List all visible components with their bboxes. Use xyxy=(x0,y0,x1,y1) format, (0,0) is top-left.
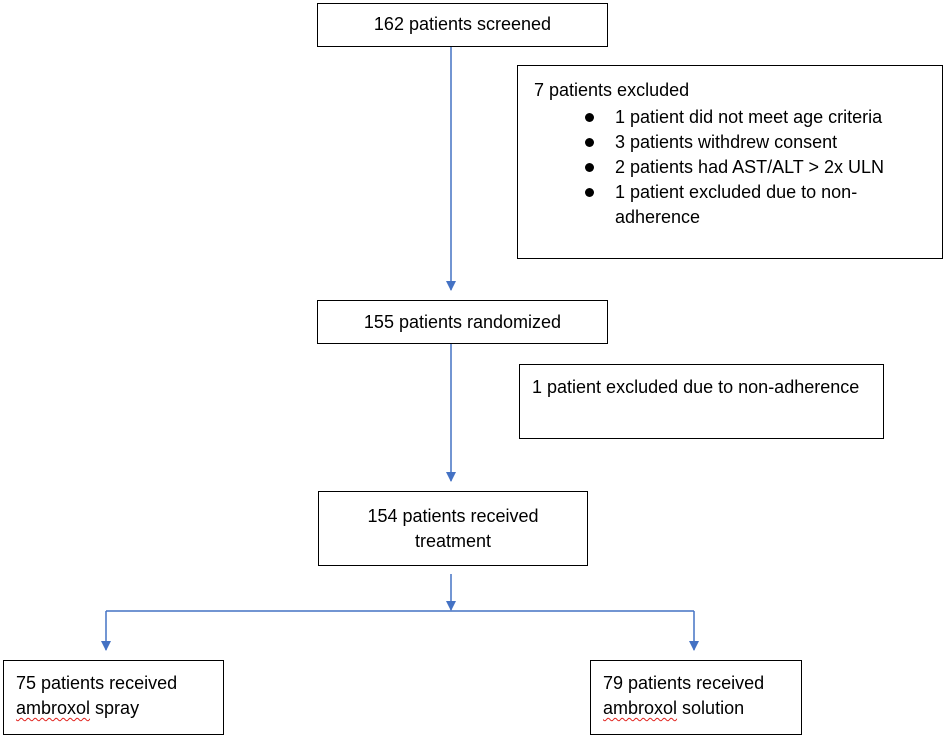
screened-text: 162 patients screened xyxy=(373,14,552,34)
solution-form: solution xyxy=(682,698,745,718)
spray-line2: ambroxol spray xyxy=(16,696,213,721)
bullet-icon xyxy=(585,138,594,147)
randomized-box: 155 patients randomized xyxy=(317,300,608,344)
solution-line1: 79 patients received xyxy=(603,673,765,693)
solution-group-box: 79 patients received ambroxol solution xyxy=(590,660,802,735)
exclusion-reasons-list: 1 patient did not meet age criteria 3 pa… xyxy=(534,105,928,230)
bullet-icon xyxy=(585,188,594,197)
screened-box: 162 patients screened xyxy=(317,3,608,47)
bullet-icon xyxy=(585,113,594,122)
list-item: 3 patients withdrew consent xyxy=(585,130,928,155)
solution-drug-word: ambroxol xyxy=(603,698,678,718)
list-item: 2 patients had AST/ALT > 2x ULN xyxy=(585,155,928,180)
bullet-icon xyxy=(585,163,594,172)
randomized-text: 155 patients randomized xyxy=(363,312,562,332)
treatment-line2: treatment xyxy=(414,531,492,551)
excluded-screening-box: 7 patients excluded 1 patient did not me… xyxy=(517,65,943,259)
treatment-line1: 154 patients received xyxy=(367,506,539,526)
list-item: 1 patient excluded due to non-adherence xyxy=(585,180,928,230)
excluded-randomization-text: 1 patient excluded due to non-adherence xyxy=(532,377,860,397)
list-item: 1 patient did not meet age criteria xyxy=(585,105,928,130)
excluded-screening-title: 7 patients excluded xyxy=(534,80,690,100)
excluded-randomization-box: 1 patient excluded due to non-adherence xyxy=(519,364,884,439)
spray-line1: 75 patients received xyxy=(16,673,178,693)
treatment-box: 154 patients received treatment xyxy=(318,491,588,566)
solution-line2: ambroxol solution xyxy=(603,696,791,721)
spray-drug-word: ambroxol xyxy=(16,698,91,718)
spray-group-box: 75 patients received ambroxol spray xyxy=(3,660,224,735)
spray-form: spray xyxy=(95,698,140,718)
